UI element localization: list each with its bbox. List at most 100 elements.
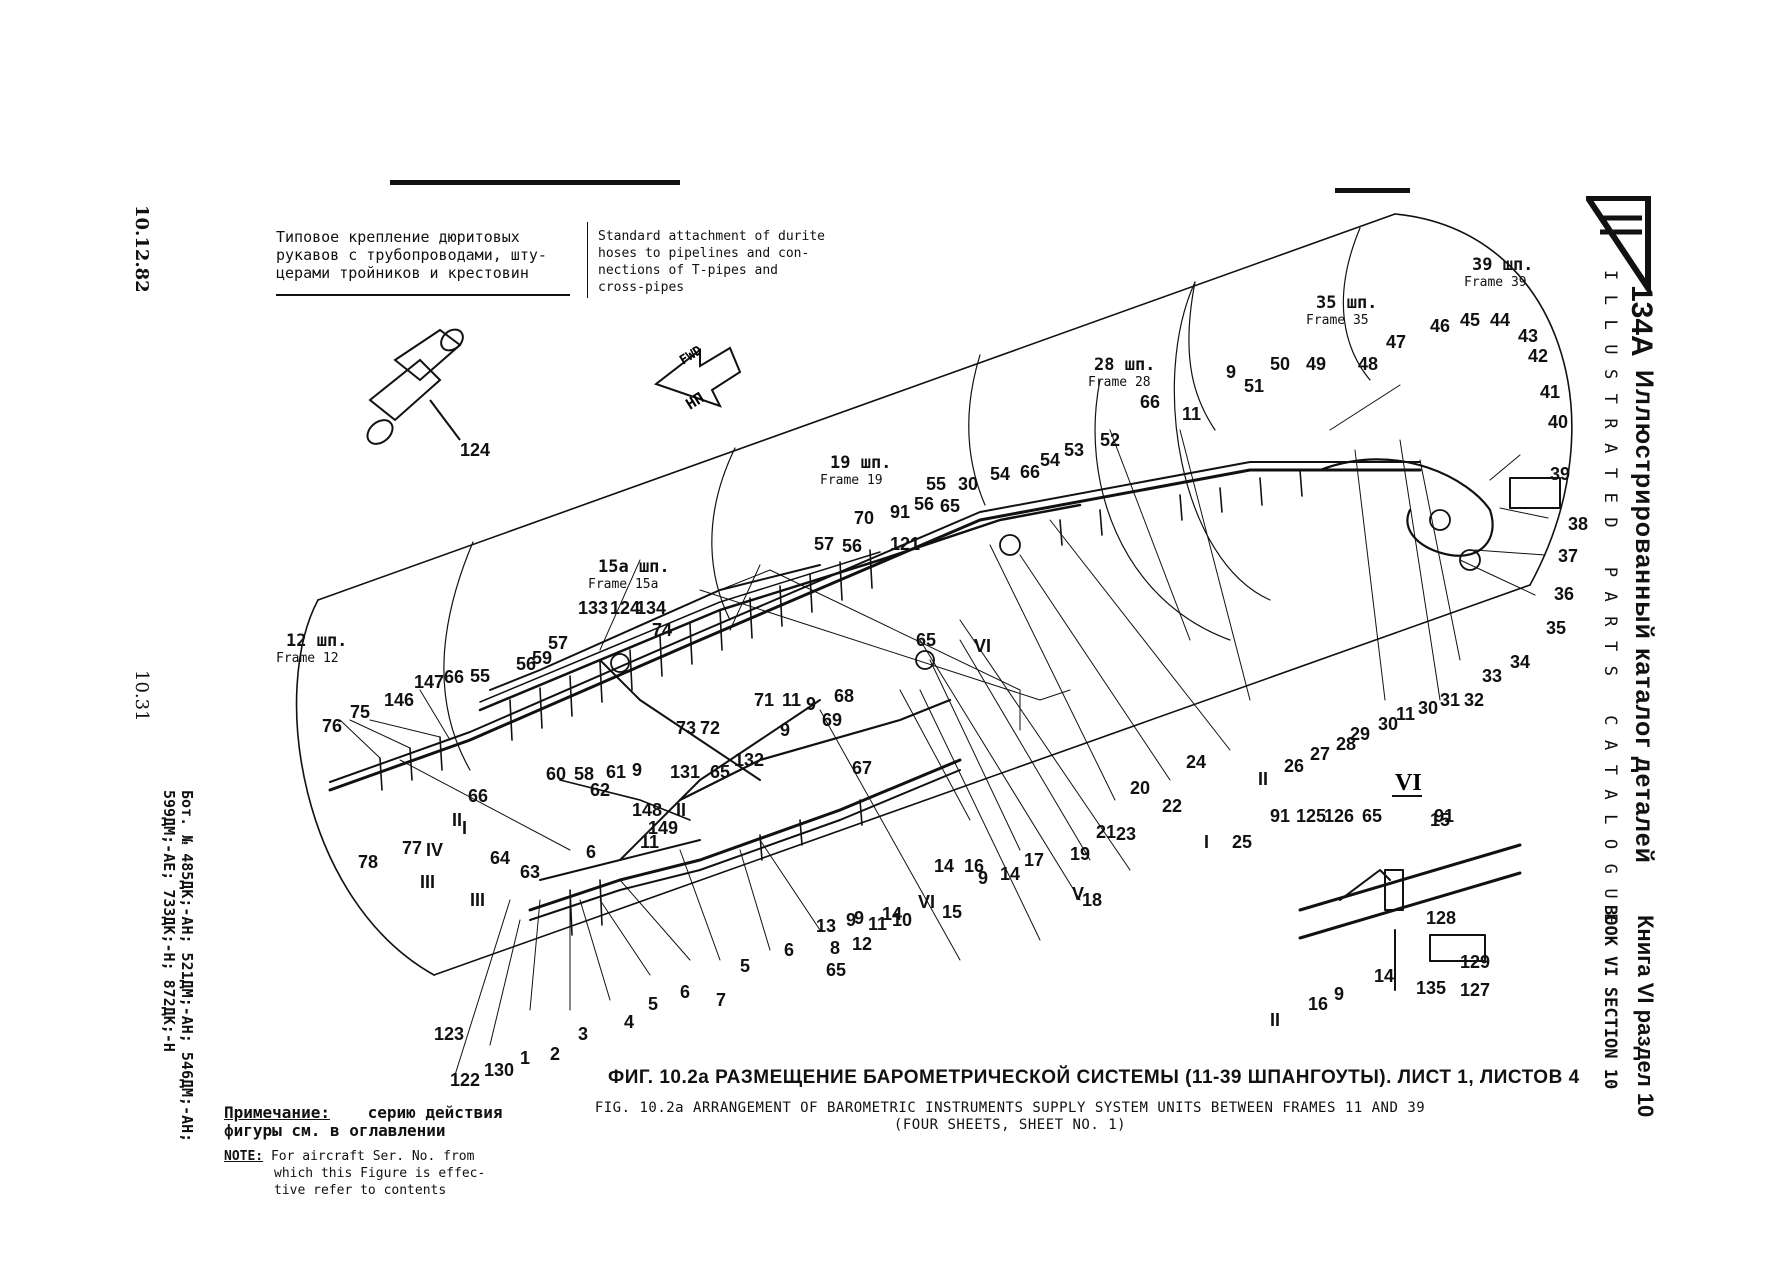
callout-number: 50 [1270,354,1290,374]
callout-number: 69 [822,710,842,730]
pipe-run-upper-5 [489,564,821,691]
frame-label-ru: 19 шп. [830,453,891,473]
pipe-run-upper-2 [329,461,1421,783]
callout-number: 26 [1284,756,1304,776]
callout-number: 135 [1416,978,1446,998]
callout-number: 59 [532,648,552,668]
callout-number: 58 [574,764,594,784]
callout-number: 57 [548,633,568,653]
callout-number: 124 [610,598,640,618]
callout-number: 52 [1100,430,1120,450]
callout-number: 4 [624,1012,634,1032]
callout-number: 66 [468,786,488,806]
fuselage-end-right [1394,213,1573,586]
callout-number: 11 [640,832,659,852]
fuselage-top-edge [317,213,1396,601]
hose-attachment-sketch [366,328,464,445]
note-en-line: hoses to pipelines and con- [598,246,810,261]
callout-number: 72 [700,718,720,738]
callout-number: 40 [1548,412,1568,432]
callout-number: 46 [1430,316,1450,336]
clamp-marks [379,469,1303,936]
note-en-text: which this Figure is effec- [274,1166,486,1181]
callout-number: 13 [816,916,836,936]
callout-number: 9 [780,720,790,740]
callout-number: 23 [1116,824,1136,844]
frame-ring-28-lower [1094,379,1231,641]
callout-number: 36 [1554,584,1574,604]
pipe-loop-frame39 [1318,458,1494,557]
floor-edge [699,589,1071,701]
note-ru-text: фигуры см. в оглавлении [224,1121,446,1140]
callout-number: 53 [1064,440,1084,460]
callout-number: 62 [590,780,610,800]
callout-number: 35 [1546,618,1566,638]
callout-number: 56 [914,494,934,514]
note-en: NOTE: For aircraft Ser. No. from which t… [224,1148,524,1199]
callout-number: 66 [444,667,464,687]
callout-number: 18 [1082,890,1102,910]
callout-number: 32 [1464,690,1484,710]
callout-number: 6 [586,842,596,862]
callout-number: 134 [636,598,666,618]
callout-number: 65 [940,496,960,516]
callout-number: 9 [846,910,856,930]
pipe-run-lower-2 [529,769,961,921]
frame-label-en: Frame 39 [1464,275,1527,290]
callout-number: 128 [1426,908,1456,928]
callout-number: II [1258,769,1268,789]
callout-number: 22 [1162,796,1182,816]
callout-number: 74 [652,620,672,640]
pipe-cross-15a [599,659,761,781]
detail-view-label: VI [1395,770,1422,796]
callout-number: 133 [578,598,608,618]
callout-number: III [470,890,485,910]
callout-number: 91 [1270,806,1290,826]
callout-number: 7 [716,990,726,1010]
note-underline [276,294,570,296]
callout-number: 66 [1020,462,1040,482]
callout-number: 56 [516,654,536,674]
callout-number: 61 [606,762,626,782]
callout-number: 77 [402,838,422,858]
floor-edge-left [399,759,571,851]
callout-number: 43 [1518,326,1538,346]
note-en-line: cross-pipes [598,280,685,295]
callout-number: 9 [632,760,642,780]
frame-label-ru: 28 шп. [1094,355,1155,375]
callout-number: 29 [1350,724,1370,744]
caption-en-line-1: FIG. 10.2a ARRANGEMENT OF BAROMETRIC INS… [594,1100,1426,1116]
callout-number: 70 [854,508,874,528]
callout-number: 39 [1550,464,1570,484]
coupling-symbol [999,534,1021,556]
callout-number: 123 [434,1024,464,1044]
frame-label-ru: 15а шп. [598,557,670,577]
callout-number: 91 [1434,806,1454,826]
standard-attachment-en: Standard attachment of durite hoses to p… [598,228,858,296]
callout-number: 65 [916,630,936,650]
header-rule [390,180,680,185]
callout-number: 75 [350,702,370,722]
callout-number: 146 [384,690,414,710]
callout-number: 9 [806,694,816,714]
figure-caption-en: FIG. 10.2a ARRANGEMENT OF BAROMETRIC INS… [560,1100,1460,1134]
coupling-symbol [915,650,935,670]
callout-number: 27 [1310,744,1330,764]
callout-number: 16 [964,856,984,876]
callout-number: VI [974,636,991,656]
pipe-run-upper-1 [328,468,1422,792]
callout-number: 12 [852,934,872,954]
frame-label-ru: 39 шп. [1472,255,1533,275]
standard-attachment-ru: Типовое крепление дюритовых рукавов с тр… [276,228,576,282]
callout-number: 60 [546,764,566,784]
callout-number: III [420,872,435,892]
figure-caption-ru: ФИГ. 10.2а РАЗМЕЩЕНИЕ БАРОМЕТРИЧЕСКОЙ СИ… [608,1067,1580,1088]
callout-number: 9 [1334,984,1344,1004]
note-divider [587,222,588,298]
callout-number: 19 [1070,844,1090,864]
callout-number: 38 [1568,514,1588,534]
frame-ring-19 [711,447,736,621]
detail-pipe-2 [1298,871,1522,940]
callout-number: 126 [1324,806,1354,826]
callout-number: 131 [670,762,700,782]
